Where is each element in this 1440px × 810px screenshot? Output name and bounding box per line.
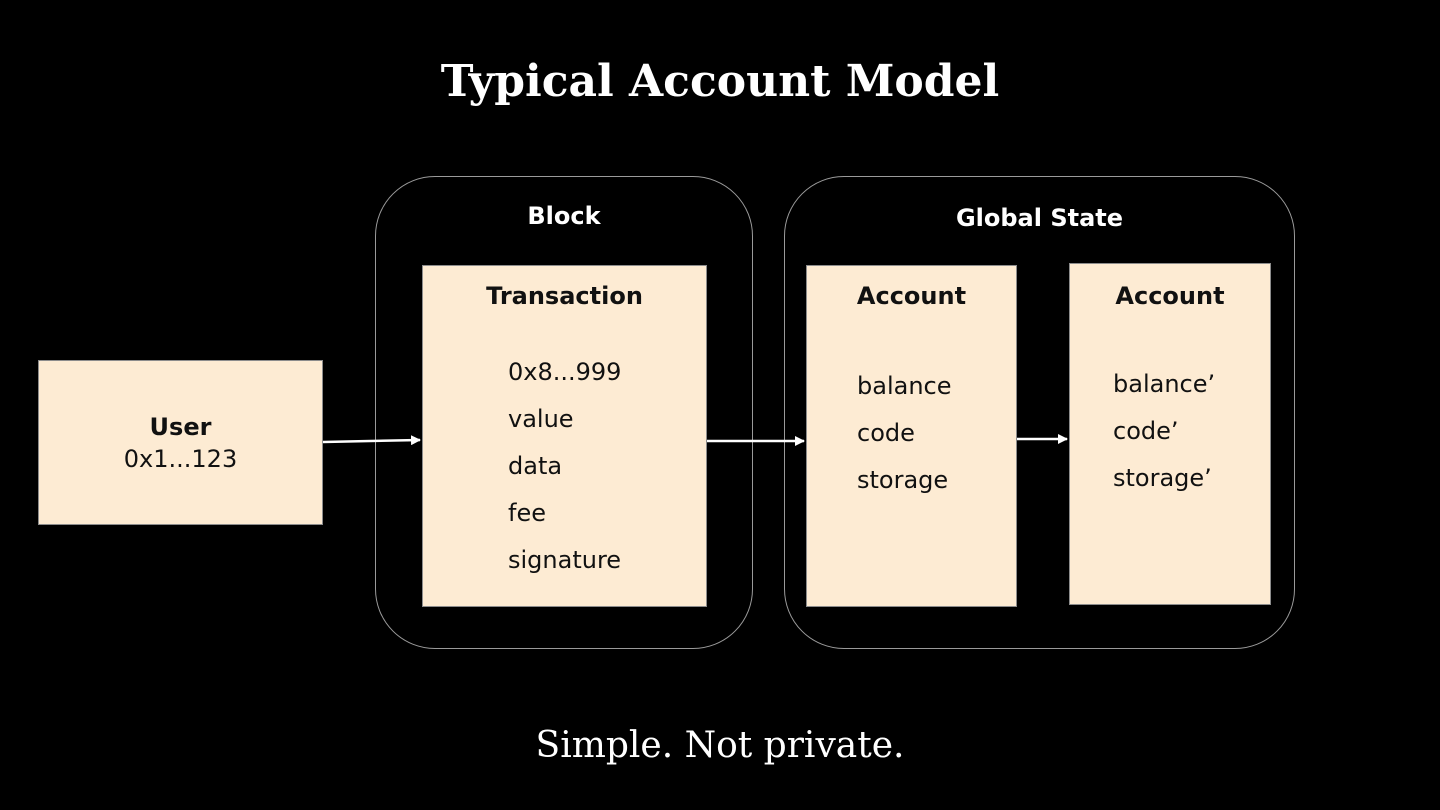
account-box-after: Account balance’ code’ storage’ [1069,263,1271,605]
account-field: storage [857,466,949,494]
account-field: code [857,419,915,447]
slide-caption: Simple. Not private. [535,725,905,766]
account-field: storage’ [1113,464,1212,492]
account-field: balance’ [1113,370,1216,398]
user-address: 0x1...123 [123,445,238,473]
account-field: code’ [1113,417,1179,445]
transaction-field: 0x8...999 [508,358,622,386]
user-box: User 0x1...123 [38,360,323,525]
user-label: User [149,413,212,441]
transaction-box: Transaction 0x8...999 value data fee sig… [422,265,707,607]
block-container: Block [375,176,753,649]
slide-title: Typical Account Model [440,56,1000,107]
transaction-title: Transaction [486,282,643,310]
account-field: balance [857,372,952,400]
account-box-before: Account balance code storage [806,265,1017,607]
transaction-field: value [508,405,574,433]
account-title: Account [1115,282,1225,310]
global-state-label: Global State [955,204,1124,232]
block-label: Block [527,202,601,230]
account-title: Account [856,282,967,310]
account-fields: balance code storage [857,369,952,510]
transaction-field: fee [508,499,546,527]
transaction-field: signature [508,546,622,574]
account-fields: balance’ code’ storage’ [1113,367,1215,508]
transaction-fields: 0x8...999 value data fee signature [508,355,621,590]
transaction-field: data [508,452,563,480]
global-state-container: Global State [784,176,1295,649]
